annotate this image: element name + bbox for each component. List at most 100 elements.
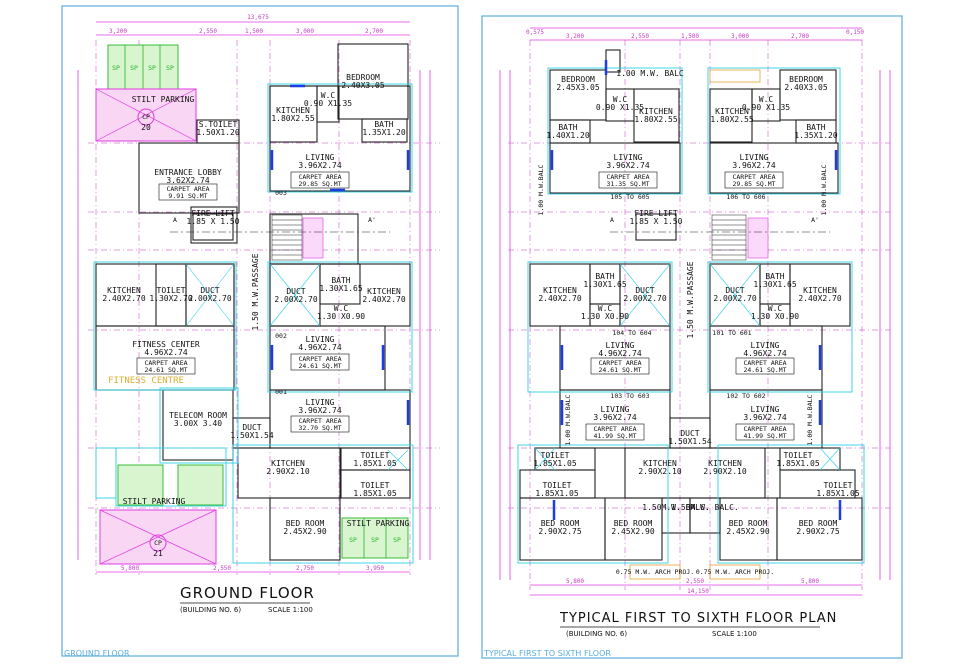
typical-room-18-dim: 2.40X2.70: [798, 294, 842, 303]
typical-room-21-name: LIVING: [751, 341, 780, 350]
ground-room-15-dim: 3.96X2.74: [298, 161, 342, 170]
ground-unit-tag-0: 003: [275, 189, 287, 197]
typical-room-9-name: BATH: [806, 123, 825, 132]
ground-top-dim-4: 2,700: [365, 28, 383, 35]
ground-room-5-name: TOILET: [157, 286, 186, 295]
ground-scale-label: SCALE 1:100: [268, 606, 313, 614]
ground-room-1-name: S.TOILET: [199, 120, 238, 129]
ground-room-24-name: TOILET: [361, 481, 390, 490]
typical-arch-note-1: 0.75 M.W. ARCH PROJ.: [696, 568, 774, 576]
ground-top-dim-1: 2,550: [199, 28, 217, 35]
ground-room-11-dim: 2.40X3.05: [341, 81, 385, 90]
carpet-area-frame: [290, 171, 350, 189]
typical-room-5-name: LIVING: [614, 153, 643, 162]
carpet-area-frame: [590, 357, 650, 375]
typical-room-16-name: DUCT: [725, 286, 744, 295]
carpet-area-label: CARPET AREA: [298, 355, 341, 363]
ground-room-12-name: KITCHEN: [276, 106, 310, 115]
ground-room-13-dim: 0.90 X1.35: [304, 99, 352, 108]
typical-room-11-dim: 1.85 X 1.50: [630, 217, 683, 226]
ground-room-20-name: LIVING: [306, 335, 335, 344]
typical-room-20-name: LIVING: [606, 341, 635, 350]
ground-bottom-dim-2: 2,750: [296, 565, 314, 572]
typical-unit-range-5: 102 TO 602: [726, 392, 765, 400]
ground-unit-tag-2: 001: [275, 388, 287, 396]
typical-room-35-name: 1.50M.W. BALC.: [642, 503, 709, 512]
ground-room-15-name: LIVING: [306, 153, 335, 162]
carpet-area-label: CARPET AREA: [593, 425, 636, 433]
typical-room-36-name: 1.50M.W. BALC.: [671, 503, 738, 512]
typical-room-32-dim: 2.45X2.90: [611, 527, 655, 536]
typical-room-30-dim: 1.85X1.05: [816, 489, 860, 498]
carpet-area-frame: [598, 171, 658, 189]
carpet-area-value: 41.99 SQ.MT: [743, 432, 786, 440]
ground-room-19-dim: 1.30 X0.90: [317, 312, 365, 321]
ground-room-6-dim: 2.00X2.70: [188, 294, 232, 303]
carpet-area-label: CARPET AREA: [144, 359, 187, 367]
typical-top-dim-4: 3,000: [731, 33, 749, 40]
fitness-centre-overlay: FITNESS CENTRE: [108, 376, 184, 386]
typical-section-a2: A': [811, 216, 819, 224]
ground-room-7-name: FITNESS CENTER: [132, 340, 200, 349]
typical-section-a: A: [610, 216, 614, 224]
carpet-area-frame: [290, 415, 350, 433]
carpet-area-value: 24.61 SQ.MT: [598, 366, 641, 374]
ground-top-dim-3: 3,000: [296, 28, 314, 35]
ground-building-label: (BUILDING NO. 6): [180, 606, 241, 614]
ground-bottom-dim-1: 2,550: [213, 565, 231, 572]
carpet-area-value: 9.91 SQ.MT: [168, 192, 207, 200]
typical-room-11-name: FIRE LIFT: [634, 209, 678, 218]
typical-room-4-name: BATH: [558, 123, 577, 132]
carpet-area-label: CARPET AREA: [166, 185, 209, 193]
typical-room-9-dim: 1.35X1.20: [794, 131, 838, 140]
carpet-area-value: 24.61 SQ.MT: [298, 362, 341, 370]
ground-room-22-name: KITCHEN: [271, 459, 305, 468]
typical-room-15-dim: 1.30 X0.90: [581, 312, 629, 321]
carpet-area-frame: [158, 183, 218, 201]
typical-floor-plan: [499, 27, 891, 596]
typical-bottom-dim-1: 2,550: [686, 578, 704, 585]
typical-room-5-dim: 3.96X2.74: [606, 161, 650, 170]
typical-bottom-dim-2: 5,800: [801, 578, 819, 585]
typical-scale-label: SCALE 1:100: [712, 630, 757, 638]
typical-room-24-name: DUCT: [680, 429, 699, 438]
typical-room-31-name: BED ROOM: [541, 519, 580, 528]
typical-room-33-name: BED ROOM: [729, 519, 768, 528]
carpet-area-value: 31.35 SQ.MT: [606, 180, 649, 188]
typical-room-28-dim: 1.85X1.05: [776, 459, 820, 468]
ground-room-3-dim: 1.85 X 1.50: [187, 217, 240, 226]
typical-room-1-name: 1.00 M.W. BALC: [616, 69, 684, 78]
typical-unit-range-2: 104 TO 604: [612, 329, 651, 337]
ground-room-7-dim: 4.96X2.74: [144, 348, 188, 357]
typical-room-34-dim: 2.90X2.75: [796, 527, 840, 536]
typical-overall-dim: 14,150: [687, 588, 709, 595]
parking-number-20: 20: [141, 123, 151, 132]
ground-room-16-name: DUCT: [286, 287, 305, 296]
ground-room-2-name: ENTRANCE LOBBY: [154, 168, 222, 177]
ground-room-4-name: KITCHEN: [107, 286, 141, 295]
ground-room-25-name: BED ROOM: [286, 519, 325, 528]
ground-room-20-dim: 4.96X2.74: [298, 343, 342, 352]
cp-marker-bottom: CP: [154, 539, 162, 547]
carpet-area-frame: [290, 353, 350, 371]
typical-room-14-dim: 2.00X2.70: [623, 294, 667, 303]
typical-room-32-name: BED ROOM: [614, 519, 653, 528]
typical-room-23-name: LIVING: [751, 405, 780, 414]
ground-room-14-name: BATH: [374, 120, 393, 129]
typical-building-label: (BUILDING NO. 6): [566, 630, 627, 638]
typical-room-12-name: KITCHEN: [543, 286, 577, 295]
ground-overall-dim: 13,675: [247, 14, 269, 21]
carpet-area-label: CARPET AREA: [298, 173, 341, 181]
carpet-area-label: CARPET AREA: [743, 359, 786, 367]
ground-room-17-name: BATH: [331, 276, 350, 285]
ground-bottom-dim-3: 3,950: [366, 565, 384, 572]
ground-room-6-name: DUCT: [200, 286, 219, 295]
parking-number-21: 21: [153, 549, 163, 558]
carpet-area-value: 24.61 SQ.MT: [743, 366, 786, 374]
typical-room-0-name: BEDROOM: [561, 75, 595, 84]
typical-room-8-dim: 2.40X3.05: [784, 83, 828, 92]
typical-floor-title: TYPICAL FIRST TO SIXTH FLOOR PLAN: [559, 611, 837, 626]
